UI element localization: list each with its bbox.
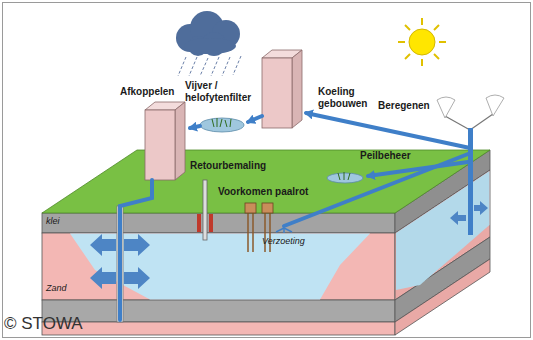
reed — [217, 118, 218, 127]
cooling-pipe — [306, 113, 470, 148]
sprinkler-spray — [486, 95, 504, 116]
soil-block — [42, 150, 490, 335]
pile — [269, 213, 271, 252]
pile — [252, 213, 254, 252]
sun-ray — [398, 41, 405, 43]
building-front — [145, 110, 175, 180]
sun — [398, 18, 446, 66]
building-pond-pipe — [248, 116, 262, 122]
flow-arrow — [90, 267, 116, 289]
sun-ray — [434, 25, 439, 30]
measure-label: Beregenen — [378, 100, 430, 112]
rain-line — [222, 57, 230, 76]
sun-ray — [405, 25, 410, 30]
sprinklers — [437, 95, 504, 130]
reed — [212, 119, 214, 127]
sun-disc — [409, 29, 435, 55]
building-front — [262, 58, 292, 128]
disconnect-pipe — [120, 180, 152, 320]
reeds — [338, 172, 350, 180]
splash — [276, 228, 292, 233]
pond-building-pipe — [190, 126, 200, 128]
well-pipe — [468, 128, 473, 235]
rain-line — [200, 58, 208, 76]
pond — [200, 118, 244, 132]
pond-small — [327, 173, 363, 183]
pile — [247, 213, 249, 252]
sun-ray — [421, 59, 423, 66]
copyright-watermark: © STOWA — [4, 314, 83, 334]
building-side — [292, 50, 302, 128]
reed — [344, 172, 345, 180]
sun-rays — [398, 18, 446, 66]
splash-ray — [276, 228, 284, 232]
measure-label: Voorkomen paalrot — [218, 186, 308, 198]
cloud-part — [184, 38, 236, 54]
sprinkler-pole — [445, 116, 470, 130]
pile-posts — [248, 213, 270, 252]
sun-ray — [434, 54, 439, 59]
ground-surface — [42, 150, 490, 213]
reed — [220, 119, 222, 127]
sun-ray — [421, 18, 423, 25]
return-well-tube — [203, 180, 207, 240]
flow-arrow — [124, 234, 150, 256]
measure-label: Vijver / helofytenfilter — [185, 80, 261, 104]
reed — [225, 120, 227, 127]
sun-ray — [405, 54, 410, 59]
measure-label: Peilbeheer — [360, 150, 411, 162]
level-pipe — [368, 162, 468, 176]
rain-line — [178, 57, 186, 76]
sprinkler-spray — [437, 97, 455, 118]
flow-arrow — [124, 267, 150, 289]
pile-house — [262, 203, 273, 213]
layer-label: klei — [46, 216, 60, 227]
frame — [3, 3, 531, 338]
layer-label: Zand — [46, 283, 67, 294]
process-label: Verzoeting — [262, 236, 305, 247]
rain — [178, 56, 241, 76]
seal-band — [209, 214, 213, 232]
reed — [348, 173, 350, 180]
reed — [338, 173, 340, 180]
pile-house — [245, 203, 256, 213]
measure-label: Koeling gebouwen — [318, 86, 374, 110]
building-right — [262, 50, 302, 128]
building-left — [145, 102, 185, 180]
pipes — [120, 113, 470, 320]
reed — [230, 119, 231, 127]
splash-ray — [284, 228, 292, 232]
seal-band — [197, 214, 201, 232]
splash-ray — [283, 228, 285, 233]
pile — [264, 213, 266, 252]
measure-label: Retourbemaling — [190, 160, 266, 172]
rain-line — [211, 57, 219, 76]
building-side — [175, 102, 185, 180]
clay-layer — [42, 213, 395, 233]
groundwater — [70, 234, 370, 300]
measure-label: Afkoppelen — [120, 86, 174, 98]
sand-layer — [42, 233, 395, 300]
flow-arrow — [90, 234, 116, 256]
sprinkler-pole — [470, 114, 493, 130]
sun-ray — [439, 41, 446, 43]
flow-arrow — [450, 211, 466, 225]
flow-arrow — [474, 201, 488, 215]
flow-arrows — [90, 201, 488, 289]
rain-line — [189, 57, 197, 76]
infiltration-pipe — [284, 154, 468, 226]
rain-line — [233, 56, 241, 75]
deep-layer — [42, 300, 395, 322]
sand-layer-deep — [42, 322, 395, 335]
reeds — [212, 118, 231, 127]
cloud — [176, 11, 240, 56]
